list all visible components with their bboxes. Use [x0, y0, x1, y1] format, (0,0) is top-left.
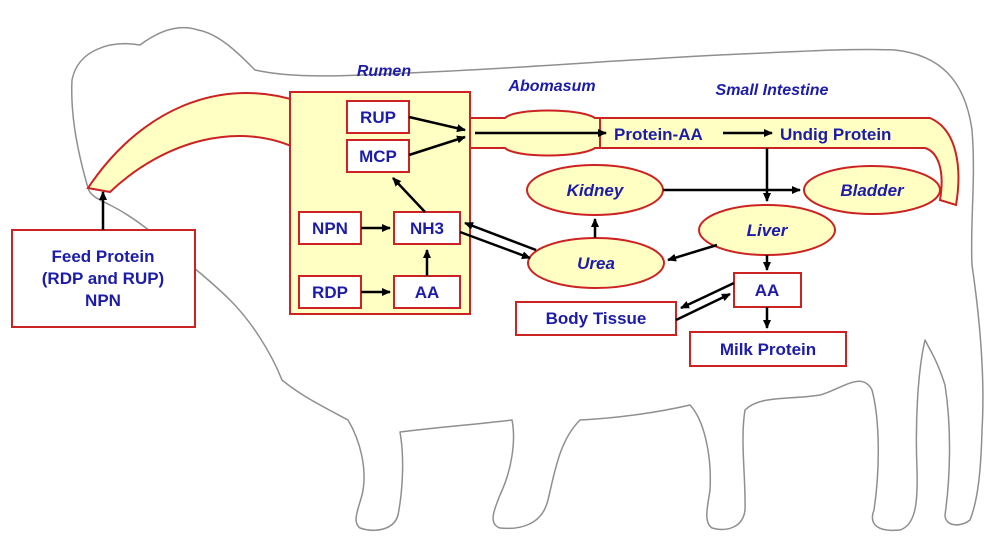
- urea-label: Urea: [577, 254, 615, 273]
- region-label-rumen: Rumen: [357, 63, 411, 80]
- undig-protein-label: Undig Protein: [780, 125, 891, 144]
- nh3-label: NH3: [410, 219, 444, 238]
- protein-aa-label: Protein-AA: [614, 125, 703, 144]
- kidney-label: Kidney: [567, 181, 625, 200]
- body-tissue-label: Body Tissue: [546, 309, 647, 328]
- liver-label: Liver: [747, 221, 789, 240]
- bladder-label: Bladder: [840, 181, 905, 200]
- feed-protein-line3: NPN: [85, 291, 121, 310]
- region-label-small-intestine: Small Intestine: [716, 82, 829, 99]
- feed-protein-line1: Feed Protein: [52, 247, 155, 266]
- mcp-label: MCP: [359, 147, 397, 166]
- rdp-label: RDP: [312, 283, 348, 302]
- tissue-aa-label: AA: [755, 281, 780, 300]
- rumen-aa-label: AA: [415, 283, 440, 302]
- feed-protein-line2: (RDP and RUP): [42, 269, 164, 288]
- npn-label: NPN: [312, 219, 348, 238]
- rup-label: RUP: [360, 108, 396, 127]
- milk-protein-label: Milk Protein: [720, 340, 816, 359]
- region-label-abomasum: Abomasum: [507, 78, 595, 95]
